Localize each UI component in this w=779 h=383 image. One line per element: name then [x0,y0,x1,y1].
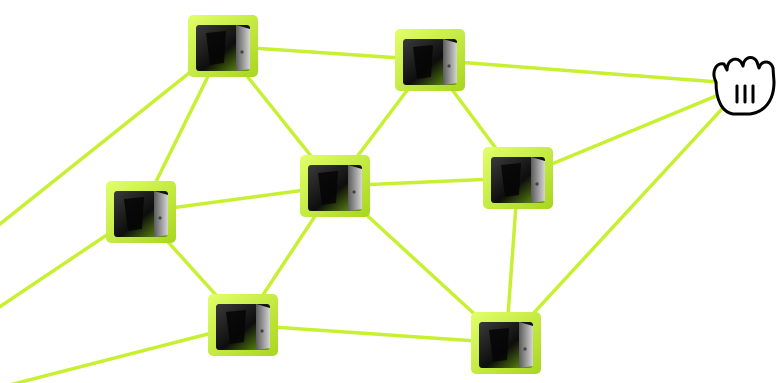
node-n6-cube-icon[interactable] [208,294,278,356]
grab-hand-icon [712,56,776,116]
link-n3-hand [516,82,747,180]
link-n6-n8 [241,323,508,345]
link-n1-edge-left-1 [0,44,225,227]
node-n4-cube-icon[interactable] [106,181,176,243]
link-n8-hand [504,82,747,345]
node-n2-cube-icon[interactable] [395,29,465,91]
link-n6-edge-left-3 [10,323,245,383]
node-n5-cube-icon[interactable] [300,155,370,217]
node-n7-cube-icon[interactable] [471,312,541,374]
nodes-layer [106,15,553,374]
node-n1-cube-icon[interactable] [188,15,258,77]
link-n2-hand [428,58,747,86]
node-n3-cube-icon[interactable] [483,147,553,209]
